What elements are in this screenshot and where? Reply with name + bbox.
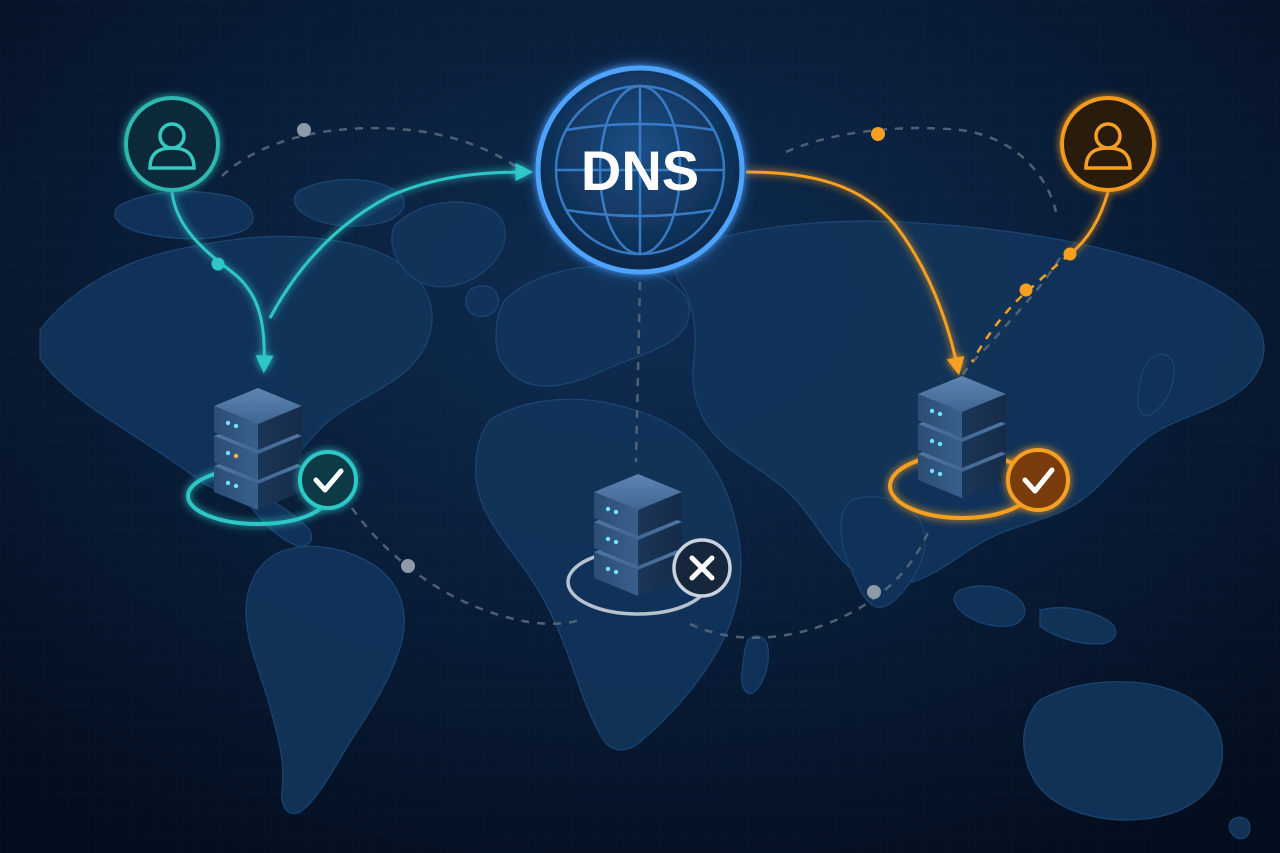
status-badge bbox=[298, 450, 358, 510]
user-west-node[interactable] bbox=[124, 96, 220, 192]
teal-route-user-to-server bbox=[170, 191, 274, 374]
user-icon bbox=[1084, 122, 1132, 170]
server-asia-node[interactable] bbox=[888, 376, 1070, 520]
check-icon bbox=[1022, 467, 1055, 494]
route-dot bbox=[401, 559, 415, 573]
server-africa-node[interactable] bbox=[566, 474, 732, 616]
server-stack-icon bbox=[594, 474, 682, 596]
user-ring bbox=[124, 96, 220, 192]
status-badge bbox=[1006, 448, 1070, 512]
route-dot bbox=[297, 123, 311, 137]
server-americas-node[interactable] bbox=[186, 388, 358, 526]
globe-icon bbox=[554, 84, 726, 256]
orange-route-dns-to-server bbox=[745, 170, 965, 376]
server-stack-icon bbox=[918, 376, 1006, 498]
dns-label: DNS bbox=[581, 139, 699, 202]
server-stack-icon bbox=[214, 388, 302, 510]
route-dots bbox=[297, 123, 881, 599]
route-east-top bbox=[785, 126, 1058, 213]
orange-route-dot bbox=[871, 127, 885, 141]
route-dns-down bbox=[634, 281, 642, 463]
orange-route-dot bbox=[1063, 247, 1077, 261]
user-icon bbox=[148, 122, 196, 170]
teal-route-server-to-dns bbox=[268, 163, 534, 319]
route-bottom-left bbox=[350, 507, 581, 626]
route-dot bbox=[867, 585, 881, 599]
check-icon bbox=[313, 468, 344, 493]
x-icon bbox=[689, 555, 715, 581]
dashed-routes bbox=[221, 126, 1062, 639]
teal-flow bbox=[170, 163, 534, 374]
route-west-top bbox=[221, 126, 519, 177]
status-badge bbox=[672, 538, 732, 598]
user-east-node[interactable] bbox=[1060, 96, 1156, 192]
route-bottom-right bbox=[689, 527, 932, 639]
dns-server-node[interactable]: DNS bbox=[520, 50, 760, 290]
user-ring bbox=[1060, 96, 1156, 192]
orange-route-dot bbox=[1019, 283, 1033, 297]
teal-route-dot bbox=[211, 257, 225, 271]
